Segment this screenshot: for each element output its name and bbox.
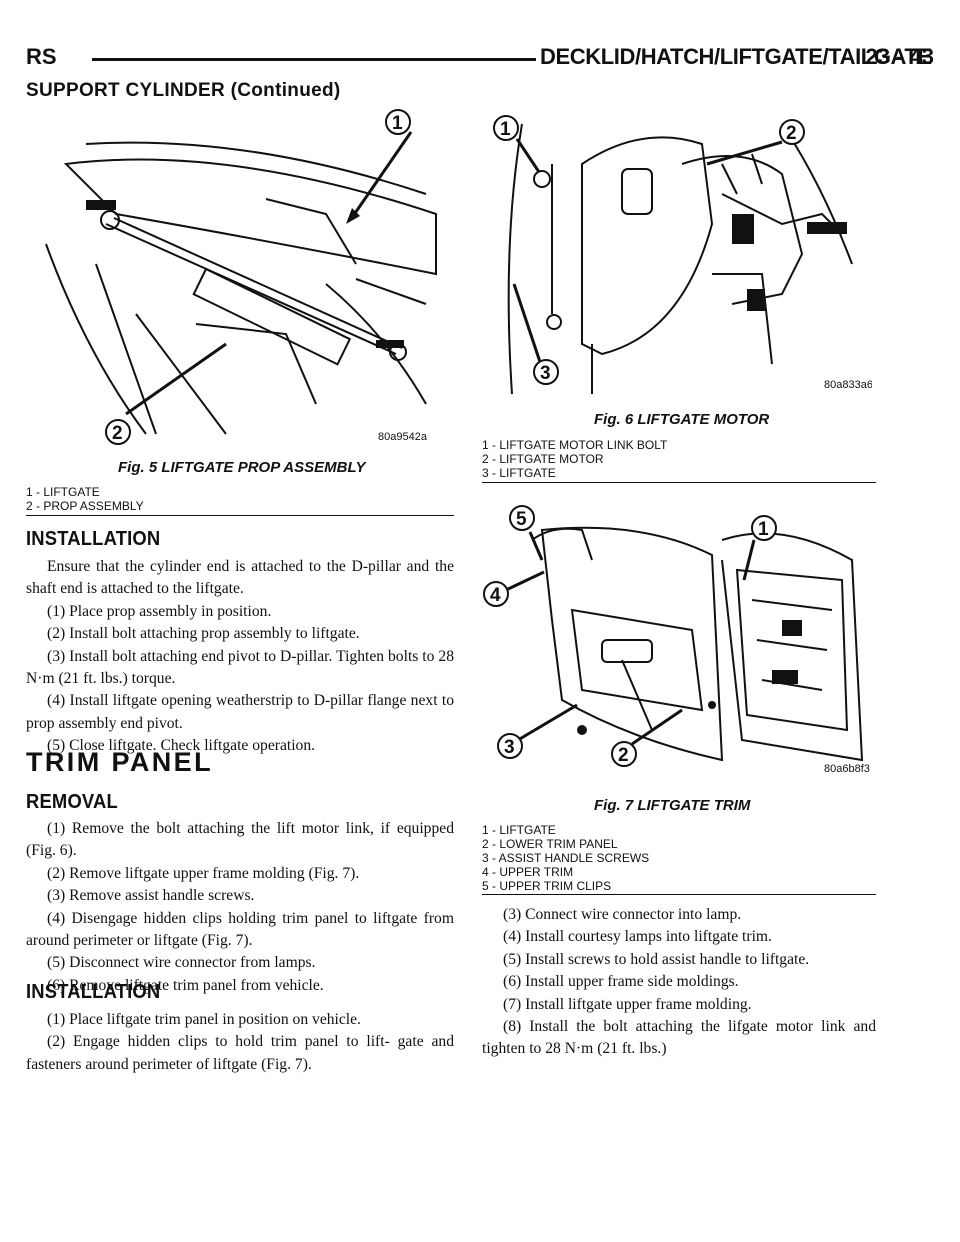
fig5-legend-item: 2 - PROP ASSEMBLY — [26, 499, 144, 513]
fig5-illustration-code: 80a9542a — [378, 431, 428, 443]
removal-step: (6) Remove liftgate trim panel from vehi… — [47, 976, 324, 994]
installation-step: (4) Install liftgate opening weatherstri… — [26, 692, 454, 732]
fig5-callout-1: 1 — [392, 113, 403, 134]
installation-step: (3) Connect wire connector into lamp. — [503, 906, 742, 923]
fig6-illustration-code: 80a833a6 — [824, 379, 872, 391]
installation-step: (1) Place prop assembly in position. — [47, 602, 272, 620]
figure-5-illustration: 1 2 80a9542a — [45, 109, 437, 445]
figure-6-illustration: 1 2 3 80a833a6 — [493, 115, 872, 395]
fig7-legend-item: 2 - LOWER TRIM PANEL — [482, 837, 618, 851]
fig7-caption: Fig. 7 LIFTGATE TRIM — [594, 797, 751, 814]
installation-step: (5) Install screws to hold assist handle… — [503, 950, 810, 968]
removal-step: (3) Remove assist handle screws. — [47, 887, 255, 905]
fig7-legend-item: 3 - ASSIST HANDLE SCREWS — [482, 851, 650, 865]
header-rule — [92, 58, 536, 61]
fig5-callout-2: 2 — [112, 423, 123, 444]
fig7-callout-1: 1 — [758, 519, 769, 540]
fig6-callout-3: 3 — [540, 363, 551, 384]
fig6-legend: 1 - LIFTGATE MOTOR LINK BOLT 2 - LIFTGAT… — [482, 438, 667, 480]
installation-heading: INSTALLATION — [26, 528, 161, 550]
fig7-divider — [482, 894, 876, 895]
installation-paragraph: Ensure that the cylinder end is attached… — [26, 558, 454, 598]
removal-step: (4) Disengage hidden clips holding trim … — [26, 909, 454, 950]
removal-step: (5) Disconnect wire connector from lamps… — [47, 954, 316, 972]
fig5-legend-item: 1 - LIFTGATE — [26, 485, 100, 499]
header-chapter-title: DECKLID/HATCH/LIFTGATE/TAILGATE — [540, 44, 932, 69]
fig7-callout-5: 5 — [516, 509, 527, 530]
fig7-legend-item: 4 - UPPER TRIM — [482, 865, 574, 879]
fig6-legend-item: 3 - LIFTGATE — [482, 466, 556, 480]
removal-heading: REMOVAL — [26, 791, 118, 813]
fig6-divider — [482, 482, 876, 483]
fig7-legend-item: 1 - LIFTGATE — [482, 823, 556, 837]
fig6-legend-item: 2 - LIFTGATE MOTOR — [482, 452, 604, 466]
removal-step: (2) Remove liftgate upper frame molding … — [47, 864, 360, 882]
installation-step: (8) Install the bolt attaching the lifga… — [482, 1018, 876, 1058]
removal-step: (1) Remove the bolt attaching the lift m… — [26, 820, 454, 860]
fig6-caption: Fig. 6 LIFTGATE MOTOR — [594, 411, 770, 428]
installation-step: (1) Place liftgate trim panel in positio… — [47, 1011, 361, 1028]
installation-steps: Ensure that the cylinder end is attached… — [26, 556, 454, 758]
removal-steps: (1) Remove the bolt attaching the lift m… — [26, 818, 454, 997]
installation-step: (2) Install bolt attaching prop assembly… — [47, 625, 360, 643]
fig7-callout-3: 3 — [504, 737, 515, 758]
fig6-callout-1: 1 — [500, 119, 511, 140]
installation-steps-continued: (3) Connect wire connector into lamp. (4… — [482, 904, 876, 1061]
installation-step: (3) Install bolt attaching end pivot to … — [26, 647, 454, 688]
installation-heading: INSTALLATION — [26, 981, 161, 1003]
fig6-legend-item: 1 - LIFTGATE MOTOR LINK BOLT — [482, 438, 668, 452]
fig7-legend-item: 5 - UPPER TRIM CLIPS — [482, 879, 612, 893]
fig7-callout-4: 4 — [490, 585, 501, 606]
trim-panel-heading: TRIM PANEL — [26, 747, 213, 777]
installation-steps: (1) Place liftgate trim panel in positio… — [26, 1009, 454, 1076]
fig7-callout-2: 2 — [618, 745, 629, 766]
fig5-legend: 1 - LIFTGATE 2 - PROP ASSEMBLY — [26, 485, 144, 513]
fig7-illustration-code: 80a6b8f3 — [824, 763, 870, 775]
fig5-divider — [26, 515, 454, 516]
continued-section-heading: SUPPORT CYLINDER (Continued) — [26, 80, 341, 101]
fig7-legend: 1 - LIFTGATE 2 - LOWER TRIM PANEL 3 - AS… — [482, 823, 649, 893]
figure-5-liftgate-prop-assembly: 1 2 80a9542a — [26, 104, 456, 452]
figure-6-liftgate-motor: 1 2 3 80a833a6 — [482, 104, 872, 396]
installation-step: (2) Engage hidden clips to hold trim pan… — [26, 1033, 454, 1073]
fig5-caption: Fig. 5 LIFTGATE PROP ASSEMBLY — [118, 459, 366, 476]
installation-step: (7) Install liftgate upper frame molding… — [503, 995, 752, 1013]
installation-step: (5) Close liftgate. Check liftgate opera… — [47, 737, 316, 755]
installation-step: (4) Install courtesy lamps into liftgate… — [503, 928, 772, 946]
page-header: RS DECKLID/HATCH/LIFTGATE/TAILGATE 23 - … — [26, 42, 934, 72]
fig6-callout-2: 2 — [786, 123, 797, 144]
header-section-code: RS — [26, 44, 57, 69]
installation-step: (6) Install upper frame side moldings. — [503, 973, 739, 991]
figure-7-illustration: 5 1 4 3 2 80a6b8f3 — [483, 505, 870, 775]
header-page-number: 23 - 43 — [865, 44, 935, 69]
figure-7-liftgate-trim: 5 1 4 3 2 80a6b8f3 — [482, 500, 872, 790]
